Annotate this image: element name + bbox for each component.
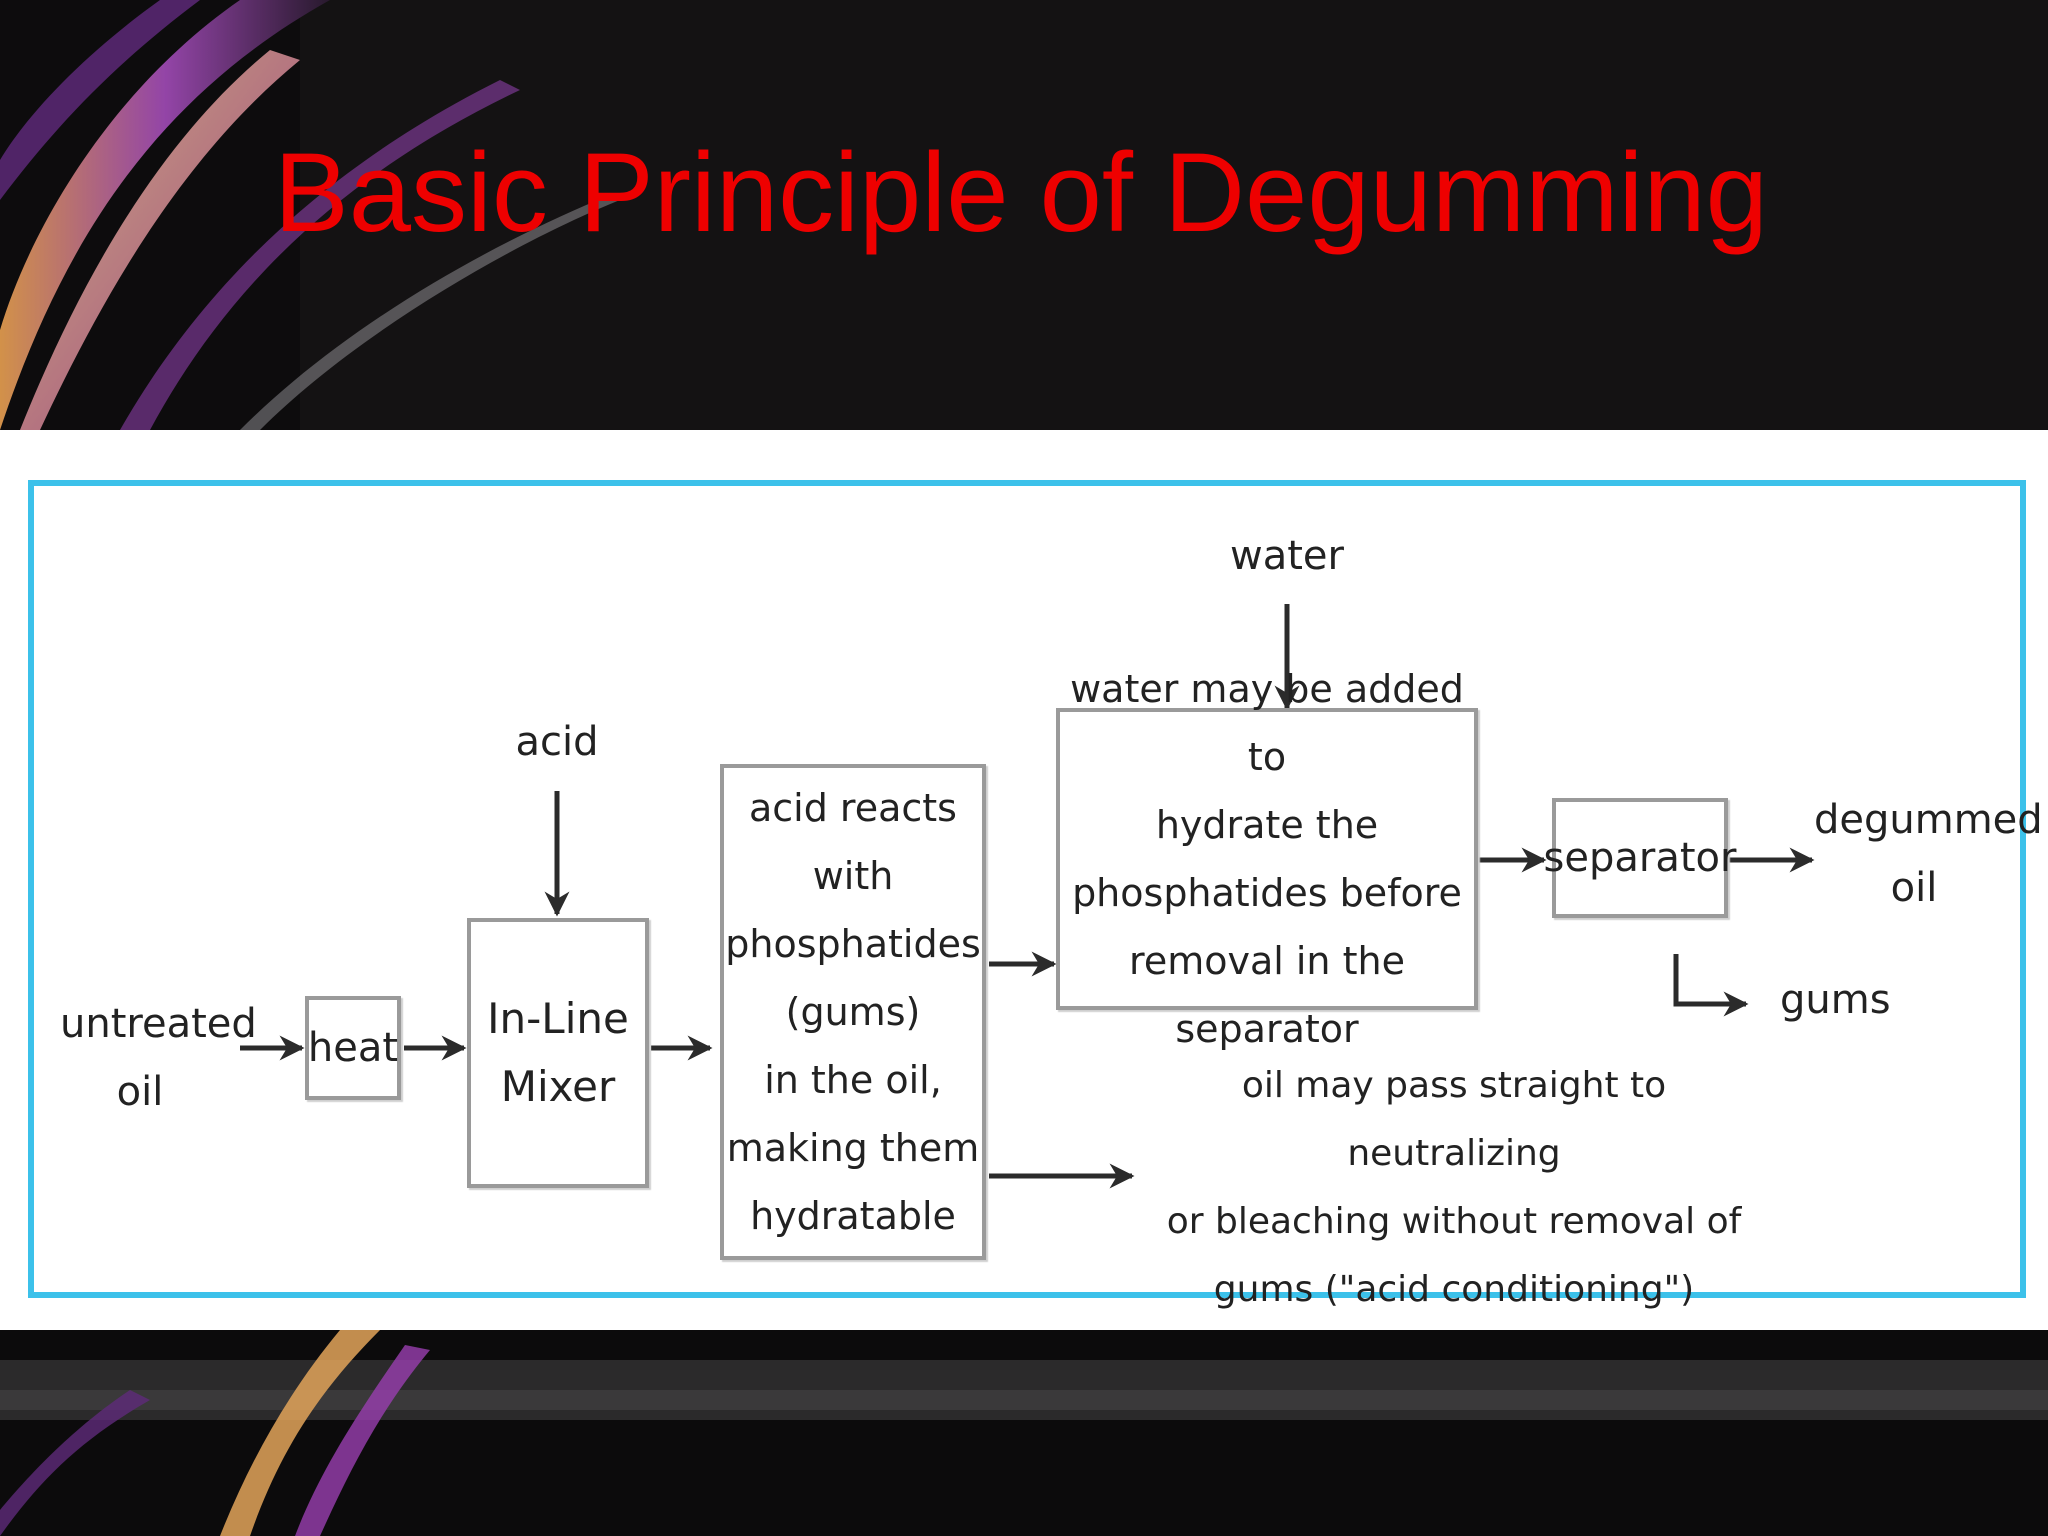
node-heat: heat <box>305 996 401 1100</box>
label-gums: gums <box>1780 977 1891 1023</box>
label-water: water <box>1230 533 1344 579</box>
node-acid-reaction-label: acid reacts with phosphatides (gums) in … <box>725 786 981 1238</box>
flow-arrows <box>240 604 1815 1189</box>
label-acid-conditioning-note: oil may pass straight to neutralizing or… <box>1166 1065 1742 1310</box>
node-in-line-mixer: In-Line Mixer <box>467 918 649 1188</box>
node-water-hydration: water may be added to hydrate the phosph… <box>1056 667 1478 1051</box>
node-heat-label: heat <box>307 1025 399 1071</box>
label-untreated-oil: untreated oil <box>60 1001 257 1115</box>
node-water-hydration-label: water may be added to hydrate the phosph… <box>1070 667 1464 1051</box>
arrow-separator-to-gums <box>1673 954 1749 1017</box>
node-acid-reaction: acid reacts with phosphatides (gums) in … <box>720 764 986 1260</box>
diagram-frame: untreated oil acid water heat In-Line Mi… <box>28 480 2043 1310</box>
node-separator-label: separator <box>1543 835 1737 881</box>
footer-background <box>0 1330 2048 1536</box>
node-in-line-mixer-label: In-Line Mixer <box>487 994 629 1111</box>
header-background <box>0 0 2048 430</box>
swirl-decoration-bottom <box>0 1330 2048 1536</box>
label-acid: acid <box>515 719 599 765</box>
swirl-decoration-top <box>0 0 2048 430</box>
label-degummed-oil: degummed oil <box>1814 797 2043 911</box>
node-separator: separator <box>1544 798 1736 918</box>
slide-title: Basic Principle of Degumming <box>274 130 1768 255</box>
